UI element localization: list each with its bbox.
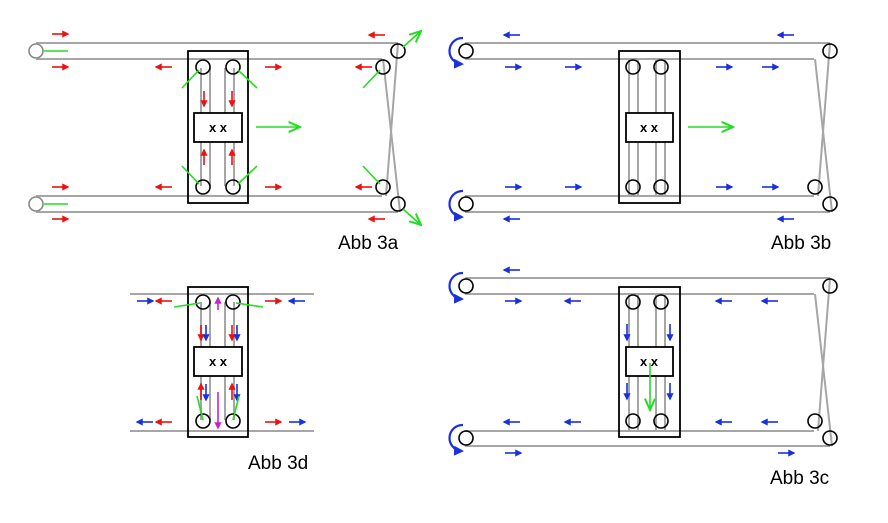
box-marking-3c: x x: [640, 354, 659, 369]
pulleys-3a: [28, 43, 406, 212]
blue-curl-arrows-3b: [448, 36, 464, 222]
red-arrows-3a: [52, 30, 385, 223]
carriage-frame-3a: [187, 50, 249, 204]
box-marking-3a: x x: [209, 120, 228, 135]
belts-3b: [465, 42, 833, 213]
green-arrows-3d: [173, 302, 264, 421]
figure-3d: x x: [130, 286, 314, 474]
blue-arrows-3b: [502, 31, 794, 223]
pulleys-3d: [195, 294, 241, 429]
figure-3b: x x Abb 3b: [448, 31, 838, 254]
blue-curl-arrows-3c: [448, 271, 464, 456]
box-marking-3b: x x: [640, 120, 659, 135]
label-3a: Abb 3a: [338, 233, 399, 254]
box-marking-3d: x x: [209, 354, 228, 369]
pulleys-3c: [458, 278, 838, 446]
blue-arrows-3c: [502, 266, 796, 457]
carriage-box-3d: [193, 346, 243, 377]
label-3c: Abb 3c: [770, 468, 829, 489]
figure-3a: x x: [28, 30, 421, 254]
green-arrows-3a: [44, 31, 421, 225]
carriage-frame-3d: [187, 286, 249, 438]
red-arrows-3d: [154, 297, 283, 426]
carriage-frame-3b: [618, 50, 681, 204]
figure-3c: x x Abb 3c: [448, 266, 838, 489]
label-3b: Abb 3b: [771, 233, 831, 254]
carriage-box-3a: [193, 112, 243, 143]
label-3d: Abb 3d: [248, 453, 308, 474]
pulleys-3b: [458, 43, 838, 212]
carriage-frame-3c: [618, 286, 681, 438]
blue-arrows-3d: [135, 297, 307, 426]
carriage-box-3b: [625, 112, 674, 143]
